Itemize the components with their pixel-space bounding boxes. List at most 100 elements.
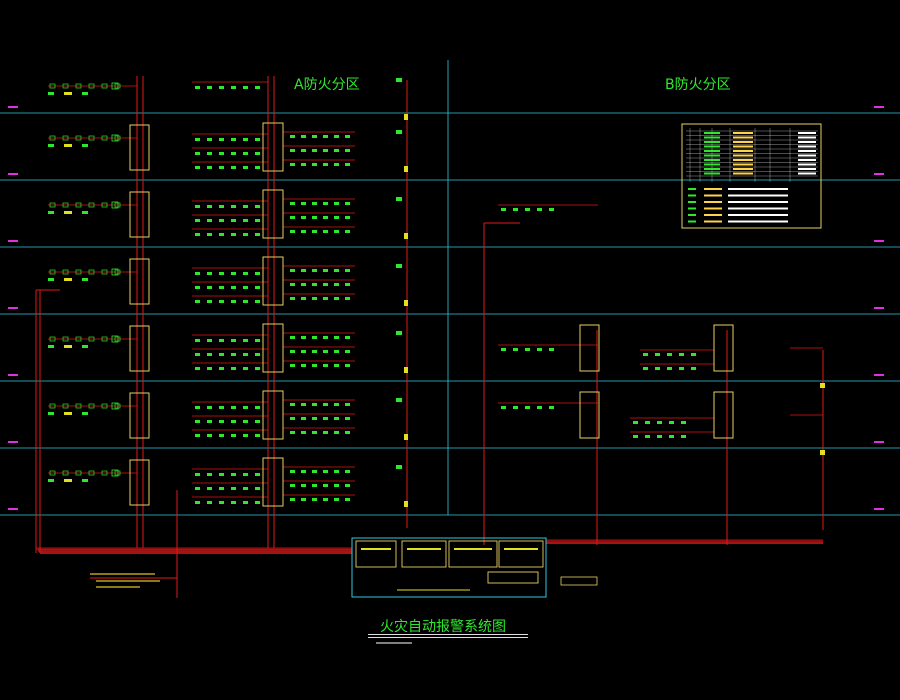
device-box <box>111 335 119 343</box>
floor-marker-right <box>874 441 884 443</box>
detector-symbol <box>75 269 82 275</box>
detector-symbol <box>207 501 212 504</box>
detector-symbol <box>101 470 108 476</box>
module-symbol <box>396 331 402 335</box>
detector-symbol <box>657 421 662 424</box>
detector-symbol <box>195 420 200 423</box>
terminal-symbol <box>404 233 408 239</box>
detector-symbol <box>243 205 248 208</box>
detector-symbol <box>290 297 295 300</box>
detector-symbol <box>255 86 260 89</box>
device-box <box>111 82 119 90</box>
detector-symbol <box>75 470 82 476</box>
detector-symbol <box>195 205 200 208</box>
module-symbol <box>396 130 402 134</box>
detector-symbol <box>219 501 224 504</box>
junction-box <box>262 189 284 239</box>
detector-symbol <box>101 135 108 141</box>
detector-symbol <box>301 216 306 219</box>
detector-symbol <box>231 501 236 504</box>
detector-symbol <box>301 135 306 138</box>
detector-symbol <box>645 435 650 438</box>
detector-symbol <box>207 353 212 356</box>
legend-symbol <box>704 168 720 170</box>
module-symbol <box>64 412 72 415</box>
detector-symbol <box>290 470 295 473</box>
detector-symbol <box>312 470 317 473</box>
detector-symbol <box>301 498 306 501</box>
terminal-symbol <box>404 367 408 373</box>
detector-symbol <box>290 163 295 166</box>
legend-text-bar <box>798 159 816 161</box>
module-symbol <box>48 211 54 214</box>
detector-symbol <box>62 403 69 409</box>
detector-symbol <box>207 487 212 490</box>
module-symbol <box>48 412 54 415</box>
detector-symbol <box>62 336 69 342</box>
module-symbol <box>64 144 72 147</box>
detector-symbol <box>501 208 506 211</box>
legend-text-bar <box>798 172 816 175</box>
detector-symbol <box>88 202 95 208</box>
cell-caption-bar <box>407 548 441 550</box>
detector-symbol <box>301 230 306 233</box>
module-symbol <box>396 465 402 469</box>
detector-symbol <box>243 420 248 423</box>
detector-symbol <box>334 431 339 434</box>
detector-symbol <box>219 434 224 437</box>
detector-symbol <box>334 163 339 166</box>
junction-box <box>262 457 284 507</box>
legend-text-bar <box>798 145 816 148</box>
detector-symbol <box>195 434 200 437</box>
terminal-symbol <box>404 434 408 440</box>
detector-symbol <box>290 364 295 367</box>
detector-symbol <box>114 336 121 342</box>
detector-symbol <box>290 498 295 501</box>
detector-symbol <box>101 202 108 208</box>
detector-symbol <box>290 216 295 219</box>
device-rows <box>48 78 825 507</box>
detector-symbol <box>195 272 200 275</box>
detector-symbol <box>301 163 306 166</box>
detector-symbol <box>301 297 306 300</box>
detector-symbol <box>219 272 224 275</box>
module-symbol <box>48 144 54 147</box>
cell-caption-bar <box>361 548 391 550</box>
legend-symbol <box>704 150 720 152</box>
detector-symbol <box>312 417 317 420</box>
detector-symbol <box>207 339 212 342</box>
legend-symbol <box>688 188 696 190</box>
legend-text-bar <box>733 145 753 148</box>
terminal-symbol <box>820 383 825 388</box>
detector-symbol <box>323 498 328 501</box>
zone-a-title: A防火分区 <box>294 77 360 93</box>
legend-text-bar <box>728 188 788 190</box>
detector-symbol <box>231 353 236 356</box>
detector-symbol <box>243 138 248 141</box>
junction-box <box>713 391 734 439</box>
detector-symbol <box>334 484 339 487</box>
detector-symbol <box>75 403 82 409</box>
detector-symbol <box>312 283 317 286</box>
detector-symbol <box>219 339 224 342</box>
module-symbol <box>48 345 54 348</box>
detector-symbol <box>301 403 306 406</box>
detector-symbol <box>243 86 248 89</box>
detector-symbol <box>243 473 248 476</box>
legend-symbol <box>704 154 720 157</box>
detector-symbol <box>323 470 328 473</box>
detector-symbol <box>195 152 200 155</box>
detector-symbol <box>312 135 317 138</box>
legend-text-bar <box>733 154 753 157</box>
legend-text-bar <box>728 214 788 216</box>
junction-box <box>129 459 150 506</box>
module-symbol <box>48 92 54 95</box>
detector-symbol <box>312 297 317 300</box>
detector-symbol <box>88 470 95 476</box>
detector-symbol <box>345 269 350 272</box>
legend-text-bar <box>733 150 753 152</box>
detector-symbol <box>549 348 554 351</box>
detector-symbol <box>345 364 350 367</box>
detector-symbol <box>334 283 339 286</box>
